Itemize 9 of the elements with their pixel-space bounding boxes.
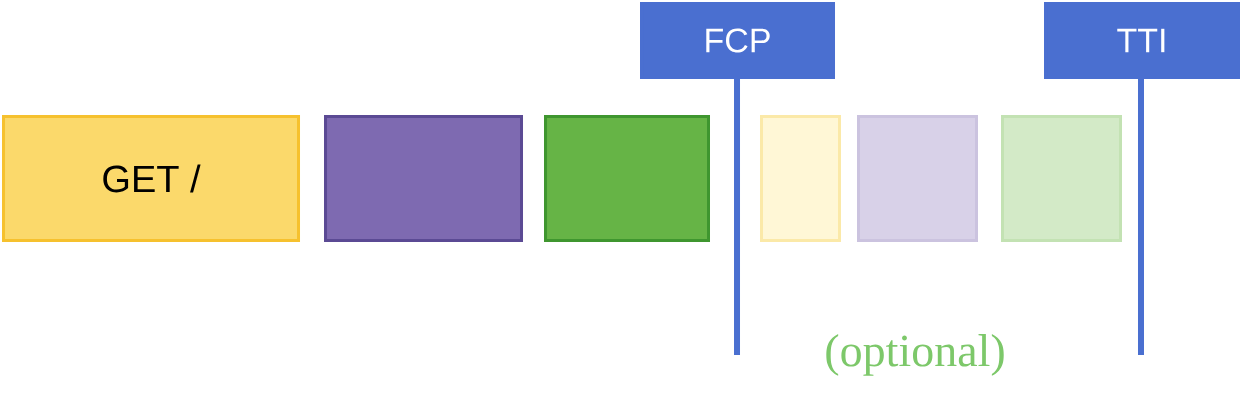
step-box (324, 115, 523, 242)
optional-step-box (760, 115, 841, 242)
note-text: (optional) (826, 334, 1004, 376)
milestone-flag: FCP (640, 2, 835, 79)
milestone-flag: TTI (1044, 2, 1240, 79)
optional-step-box (1001, 115, 1122, 242)
step-box (544, 115, 710, 242)
optional-step-box (857, 115, 978, 242)
step-box: GET / (2, 115, 300, 242)
